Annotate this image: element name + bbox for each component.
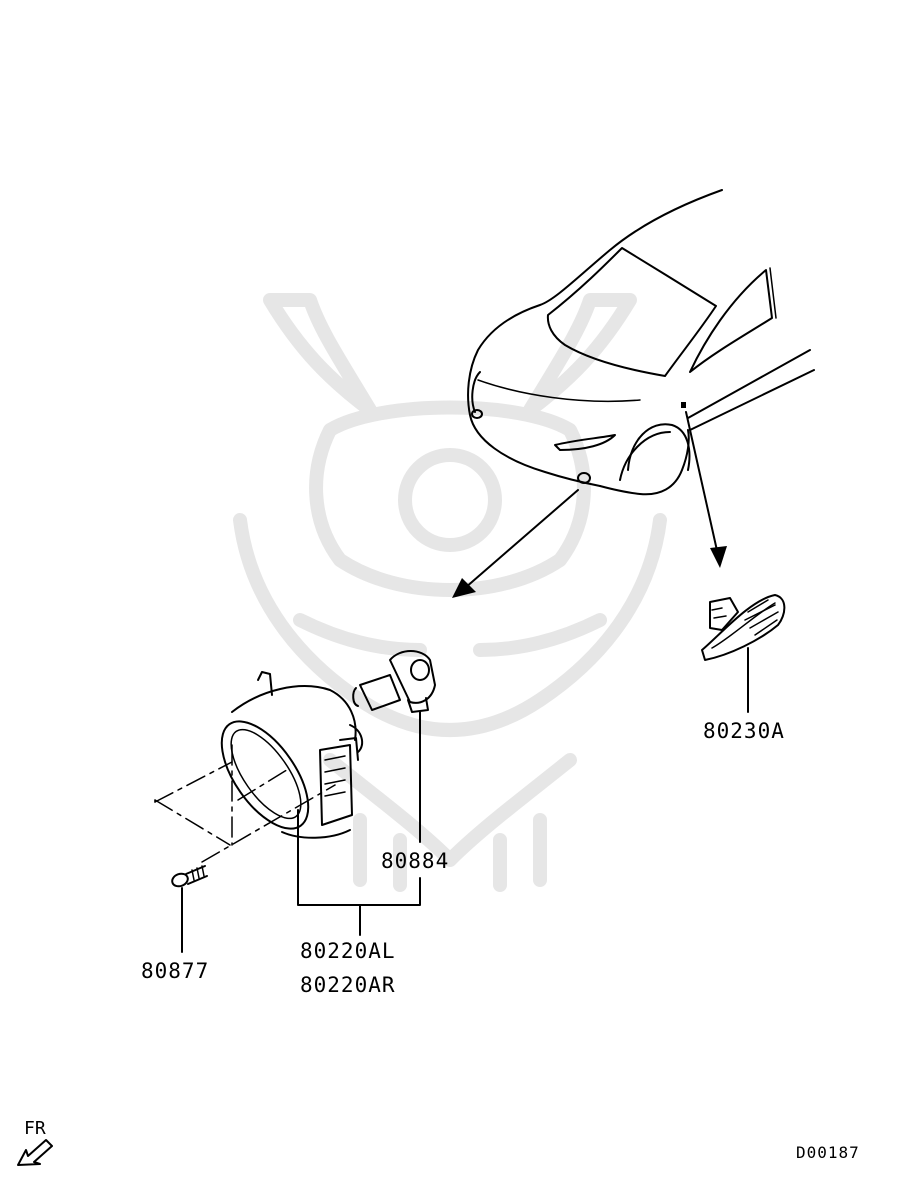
- side-turn-lamp-drawing: [701, 594, 786, 661]
- mounting-reference-lines: [154, 744, 336, 863]
- vehicle-outline: [467, 189, 815, 496]
- part-label-fog-lamp-assembly-left: 80220AL: [300, 939, 396, 963]
- front-direction-indicator: FR: [17, 1118, 53, 1166]
- side-lamp-location: [681, 402, 686, 408]
- leader-lines: [181, 647, 749, 953]
- fog-lamp-bulb-drawing: [352, 650, 436, 713]
- fog-lamp-assembly-drawing: [220, 671, 364, 839]
- watermark-logo: [233, 293, 667, 892]
- part-label-fog-lamp-assembly-right: 80220AR: [300, 973, 396, 997]
- front-direction-label: FR: [24, 1118, 46, 1139]
- locator-arrows: [452, 411, 727, 598]
- fog-lamp-screw-drawing: [171, 865, 208, 888]
- diagram-code: D00187: [796, 1143, 860, 1162]
- front-direction-arrow-icon: [17, 1139, 53, 1166]
- part-label-fog-lamp-bulb: 80884: [381, 849, 449, 873]
- part-label-fog-lamp-screw: 80877: [141, 959, 209, 983]
- part-label-side-turn-lamp: 80230A: [703, 719, 785, 743]
